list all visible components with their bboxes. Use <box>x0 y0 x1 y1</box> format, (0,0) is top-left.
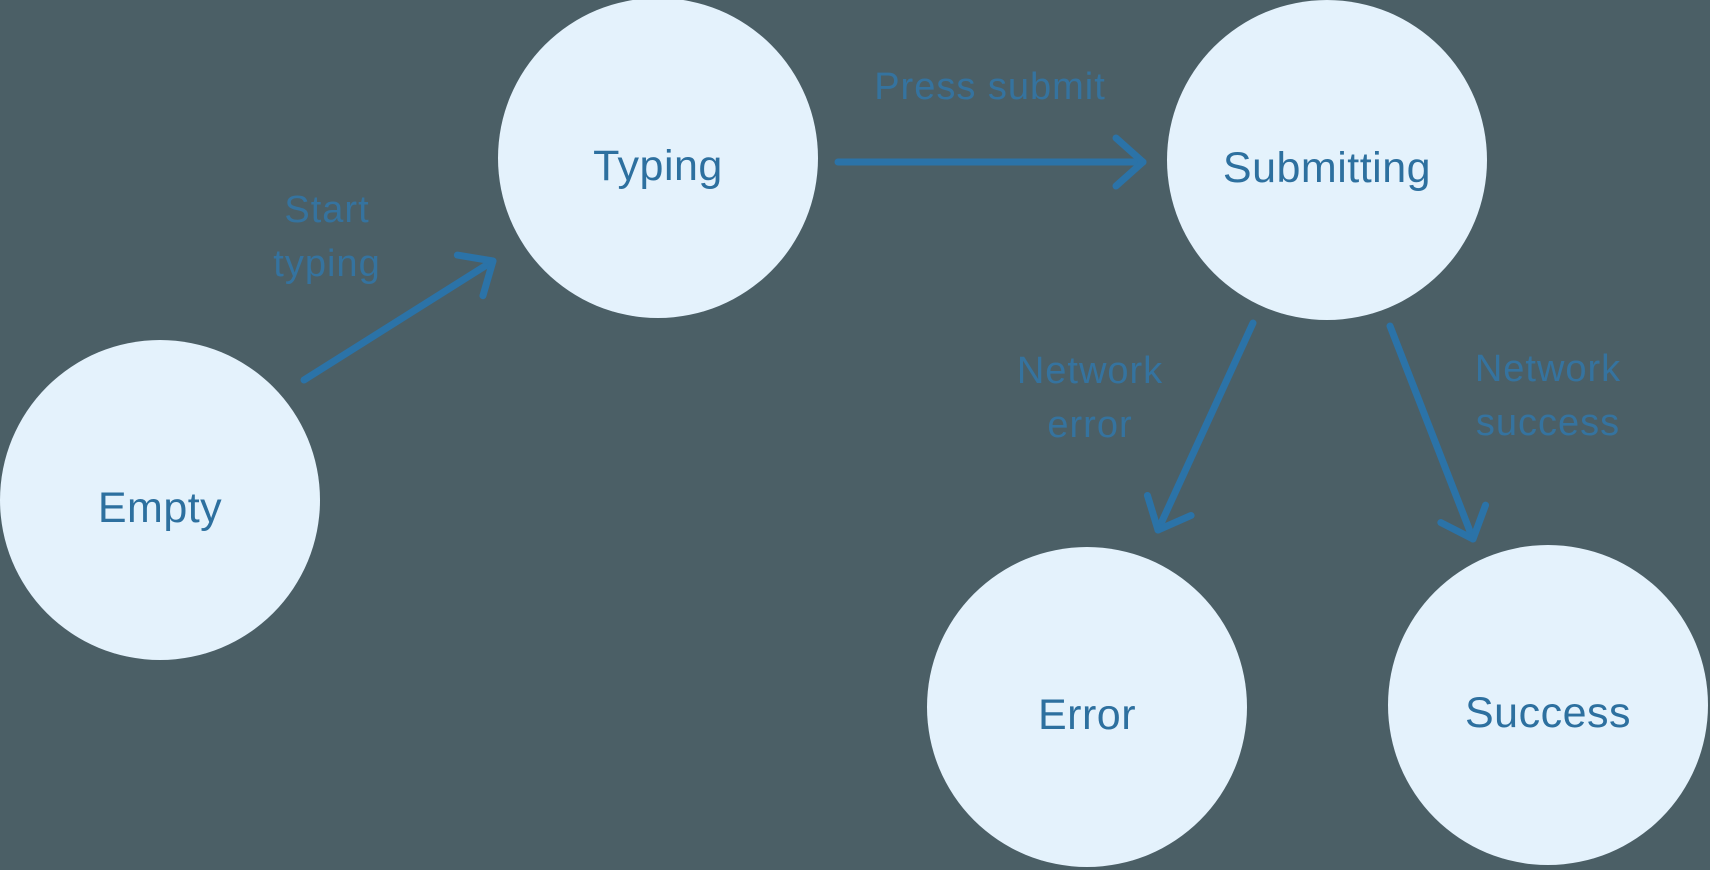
state-node-empty: Empty <box>0 340 320 660</box>
transition-typing-to-submitting: Press submit <box>834 66 1147 190</box>
transition-label-typing-to-submitting: Press submit <box>874 66 1106 108</box>
state-label-empty: Empty <box>98 484 222 532</box>
state-label-error: Error <box>1038 691 1136 739</box>
state-node-typing: Typing <box>498 0 818 318</box>
state-label-typing: Typing <box>593 142 723 190</box>
state-node-submitting: Submitting <box>1167 0 1487 320</box>
transition-arrow-submitting-to-success <box>1386 322 1490 543</box>
state-node-error: Error <box>927 547 1247 867</box>
state-circle-success <box>1388 545 1708 865</box>
state-circle-submitting <box>1167 0 1487 320</box>
state-circle-error <box>927 547 1247 867</box>
state-circle-empty <box>0 340 320 660</box>
transition-arrow-submitting-to-error <box>1143 319 1257 534</box>
transition-arrow-empty-to-typing <box>300 251 497 384</box>
state-label-success: Success <box>1465 689 1631 737</box>
state-label-submitting: Submitting <box>1223 144 1431 192</box>
state-node-success: Success <box>1388 545 1708 865</box>
state-circle-typing <box>498 0 818 318</box>
